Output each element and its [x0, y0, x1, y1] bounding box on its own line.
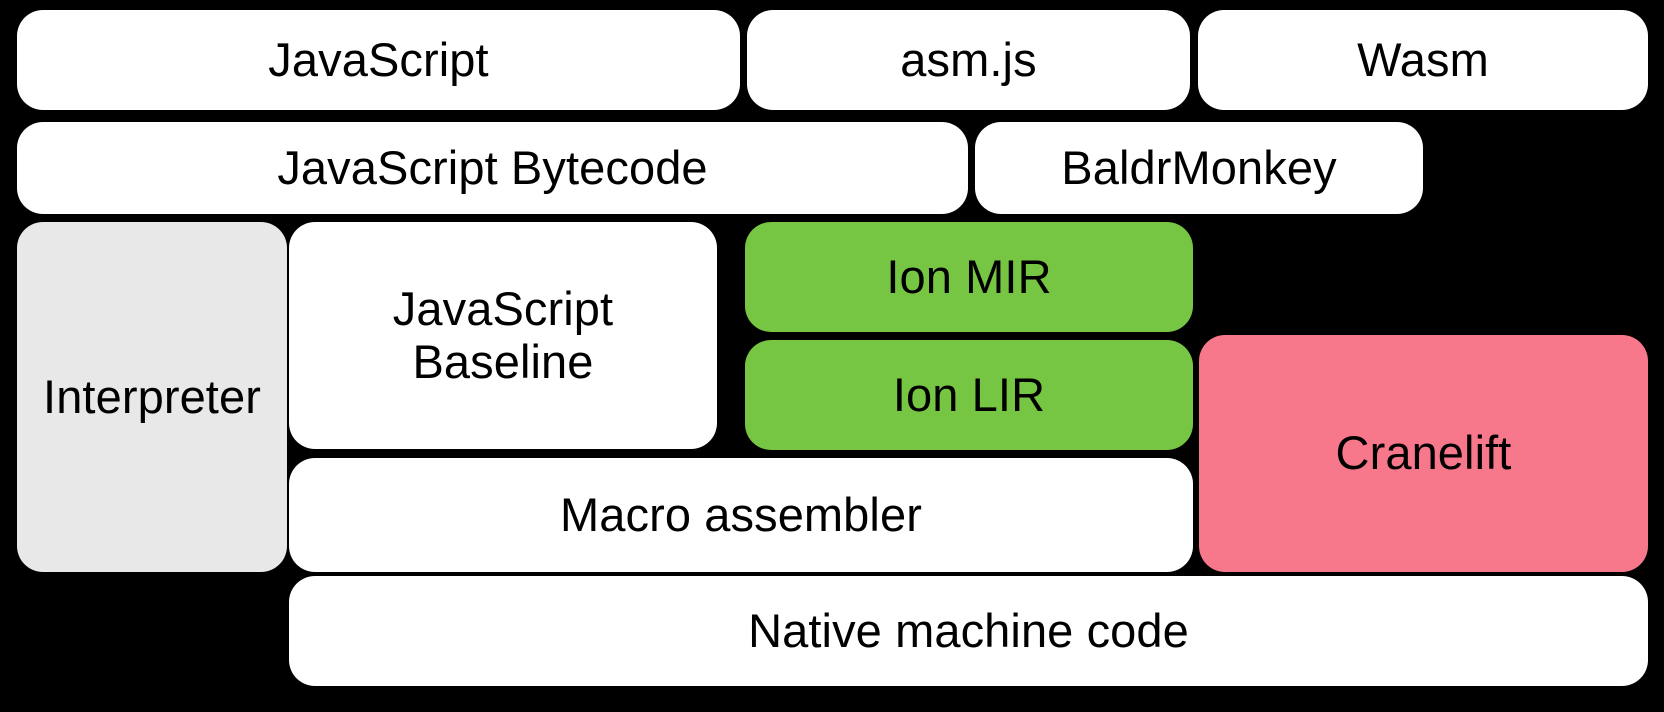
- box-asm-js: asm.js: [747, 10, 1190, 110]
- box-cranelift: Cranelift: [1199, 335, 1648, 572]
- box-javascript-baseline: JavaScript Baseline: [289, 222, 717, 449]
- box-interpreter: Interpreter: [17, 222, 287, 572]
- box-ion-mir: Ion MIR: [745, 222, 1193, 332]
- box-javascript: JavaScript: [17, 10, 740, 110]
- box-wasm: Wasm: [1198, 10, 1648, 110]
- box-ion-lir: Ion LIR: [745, 340, 1193, 450]
- box-native-machine-code: Native machine code: [289, 576, 1648, 686]
- box-baldrmonkey: BaldrMonkey: [975, 122, 1423, 214]
- box-macro-assembler: Macro assembler: [289, 458, 1193, 572]
- box-javascript-bytecode: JavaScript Bytecode: [17, 122, 968, 214]
